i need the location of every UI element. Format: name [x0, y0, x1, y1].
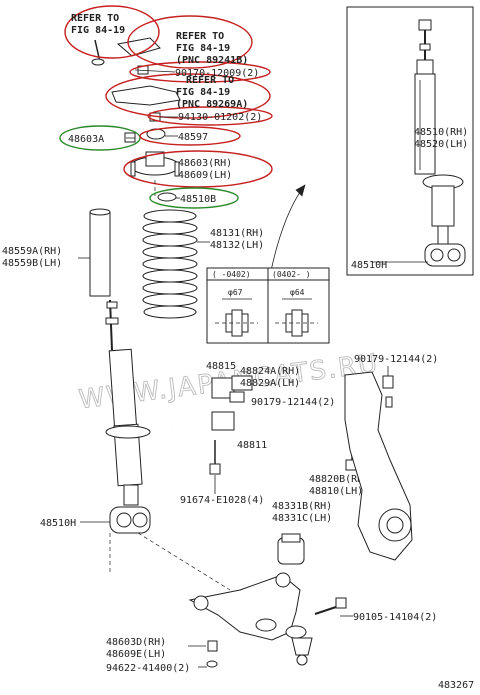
- svg-text:(PNC 89269A): (PNC 89269A): [176, 99, 248, 110]
- svg-text:48609E(LH): 48609E(LH): [106, 649, 166, 660]
- highlight-48603: [123, 150, 273, 188]
- svg-text:48810(LH): 48810(LH): [309, 486, 363, 497]
- svg-text:REFER TO: REFER TO: [176, 31, 224, 42]
- label-94622: 94622-41400(2): [106, 663, 190, 674]
- svg-text:48609(LH): 48609(LH): [178, 170, 232, 181]
- svg-text:REFER TO: REFER TO: [71, 13, 119, 24]
- svg-text:48559B(LH): 48559B(LH): [2, 258, 62, 269]
- label-48510-rh: 48510(RH): [414, 127, 468, 138]
- highlight-90170: [129, 61, 271, 83]
- label-48603a: 48603A: [68, 134, 104, 145]
- highlight-48603a: [59, 125, 141, 151]
- svg-text:48331C(LH): 48331C(LH): [272, 513, 332, 524]
- label-48510h-bottom: 48510H: [40, 518, 76, 529]
- label-90179-right: 90179-12144(2): [354, 354, 438, 365]
- label-48820b-48810: 48820B(RH) 48810(LH): [309, 474, 369, 497]
- highlight-refer-top: [64, 5, 160, 59]
- highlight-refer-mid: [127, 15, 253, 69]
- label-48603d-48609e: 48603D(RH) 48609E(LH): [106, 637, 166, 660]
- label-48331b-48331c: 48331B(RH) 48331C(LH): [272, 501, 332, 524]
- svg-text:FIG 84-19: FIG 84-19: [71, 25, 125, 36]
- upper-mount-parts: [91, 37, 181, 202]
- shock-absorber-inset: [346, 6, 474, 276]
- label-48824a-48829a: 48824A(RH) 48829A(LH): [240, 366, 300, 389]
- svg-text:FIG 84-19: FIG 84-19: [176, 87, 230, 98]
- label-90105: 90105-14104(2): [353, 612, 437, 623]
- coil-spring: [142, 209, 198, 319]
- label-91674: 91674-E1028(4): [180, 495, 264, 506]
- svg-text:48824A(RH): 48824A(RH): [240, 366, 300, 377]
- label-48597: 48597: [178, 132, 208, 143]
- bottom-fasteners: [206, 640, 218, 668]
- svg-text:FIG 84-19: FIG 84-19: [176, 43, 230, 54]
- svg-text:48132(LH): 48132(LH): [210, 240, 264, 251]
- svg-text:48603(RH): 48603(RH): [178, 158, 232, 169]
- spec-table: ( -0402) (0402- ) φ67 φ64: [206, 267, 330, 344]
- label-48510b: 48510B: [180, 194, 216, 205]
- bump-stopper: [277, 533, 305, 565]
- refer-note-top: REFER TO FIG 84-19: [71, 13, 125, 36]
- label-94130: 94130-01202(2): [178, 112, 262, 123]
- lower-control-arm: [188, 572, 347, 666]
- highlight-48510b: [149, 187, 239, 209]
- spec-dim-2: φ64: [290, 288, 305, 297]
- highlight-refer-low: [105, 73, 271, 119]
- label-48559a-48559b: 48559A(RH) 48559B(LH): [2, 246, 62, 269]
- leader-lines-top: [126, 69, 180, 199]
- spec-col-2: (0402- ): [272, 270, 311, 279]
- steering-knuckle: [344, 371, 413, 561]
- svg-text:48510(RH): 48510(RH): [414, 127, 468, 138]
- refer-note-mid: REFER TO FIG 84-19 (PNC 89241B): [176, 31, 248, 66]
- svg-text:48829A(LH): 48829A(LH): [240, 378, 300, 389]
- svg-text:48331B(RH): 48331B(RH): [272, 501, 332, 512]
- svg-text:48131(RH): 48131(RH): [210, 228, 264, 239]
- svg-text:48520(LH): 48520(LH): [414, 139, 468, 150]
- label-48131-48132: 48131(RH) 48132(LH): [210, 228, 264, 251]
- label-48520-lh: 48520(LH): [414, 139, 468, 150]
- svg-text:48559A(RH): 48559A(RH): [2, 246, 62, 257]
- highlight-48597: [139, 126, 241, 146]
- label-48815: 48815: [206, 361, 236, 372]
- refer-note-low: REFER TO FIG 84-19 (PNC 89269A): [176, 75, 248, 110]
- spec-dim-1: φ67: [228, 288, 243, 297]
- front-shock-absorber: [105, 299, 151, 534]
- label-48510h-inset: 48510H: [351, 260, 387, 271]
- label-48811: 48811: [237, 440, 267, 451]
- svg-text:REFER TO: REFER TO: [186, 75, 234, 86]
- dust-boot: [89, 208, 111, 297]
- label-48510-48520: 48510(RH) 48520(LH): [414, 127, 468, 150]
- label-48603-48609: 48603(RH) 48609(LH): [178, 158, 232, 181]
- label-90170: 90170-12009(2): [175, 68, 259, 79]
- spec-col-1: ( -0402): [212, 270, 251, 279]
- svg-text:48820B(RH): 48820B(RH): [309, 474, 369, 485]
- label-90179-mid: 90179-12144(2): [251, 397, 335, 408]
- highlight-94130: [147, 106, 273, 126]
- svg-text:48603D(RH): 48603D(RH): [106, 637, 166, 648]
- diagram-number: 483267: [438, 680, 474, 691]
- svg-text:(PNC 89241B): (PNC 89241B): [176, 55, 248, 66]
